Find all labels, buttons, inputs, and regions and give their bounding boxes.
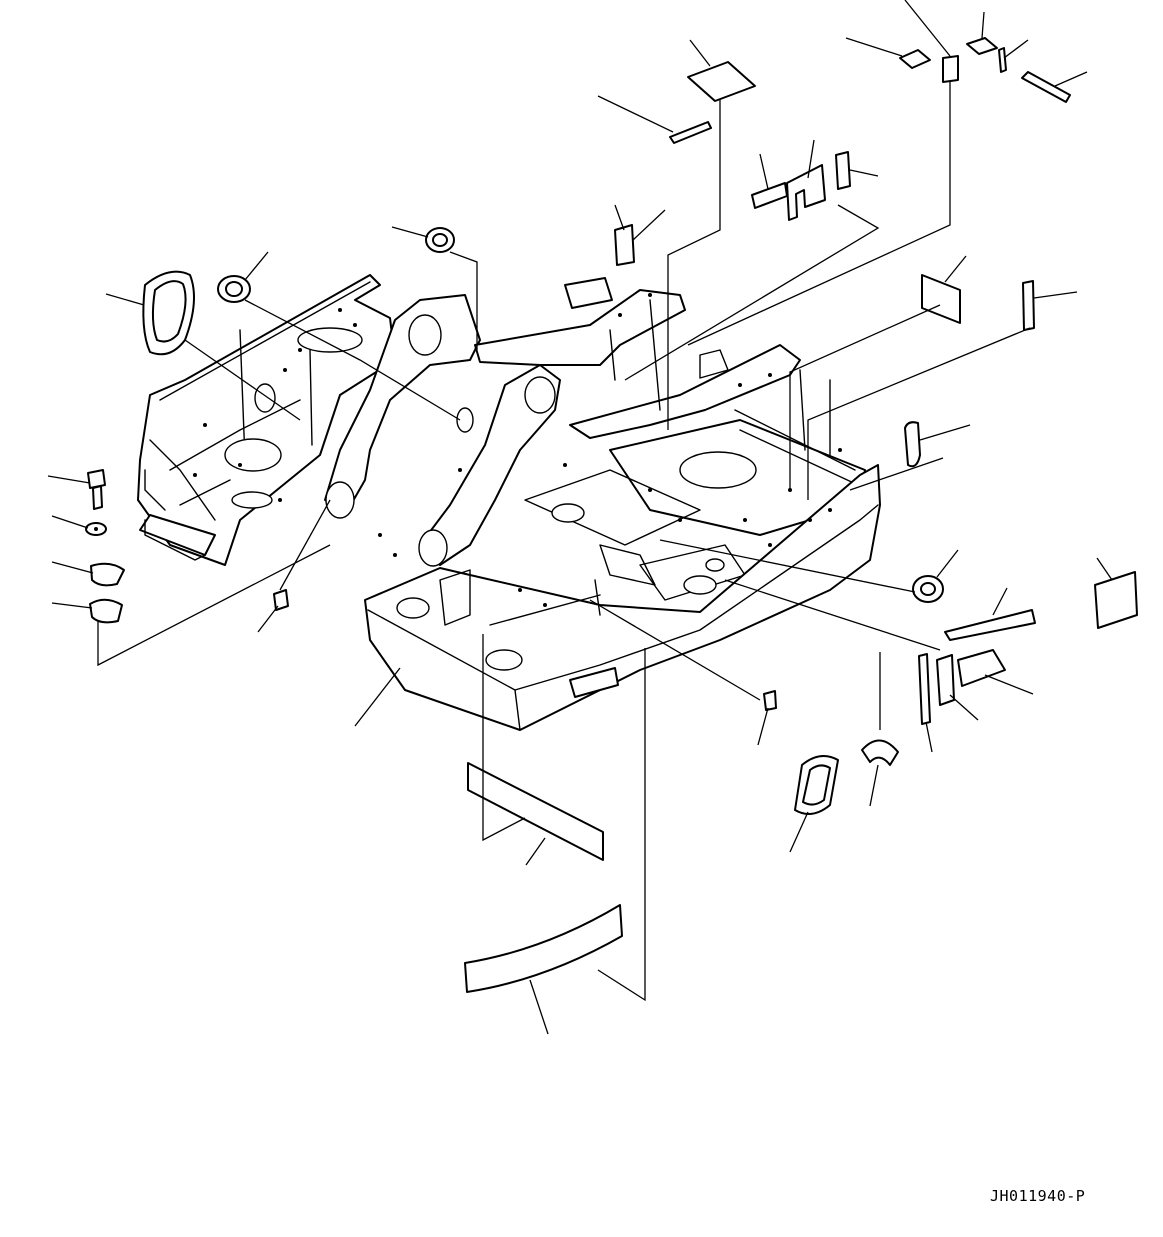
small-pad bbox=[899, 49, 931, 69]
grommet-right bbox=[912, 575, 944, 603]
bolt bbox=[87, 469, 106, 489]
square-pad bbox=[1094, 571, 1138, 629]
long-seal-plate bbox=[467, 762, 604, 861]
curved-cushion bbox=[904, 421, 921, 468]
small-clip-2 bbox=[273, 589, 289, 611]
loose-parts bbox=[85, 37, 1138, 993]
small-pad-2 bbox=[966, 37, 998, 55]
boom-mount-right bbox=[419, 364, 561, 566]
floor-seal bbox=[921, 274, 961, 324]
block-spacer bbox=[942, 55, 959, 83]
angled-pad bbox=[957, 649, 1006, 687]
small-block bbox=[835, 151, 851, 190]
small-clip bbox=[763, 690, 777, 711]
wedge bbox=[944, 609, 1036, 641]
bar-seal bbox=[1021, 71, 1071, 103]
left-step bbox=[139, 514, 216, 556]
revolving-frame bbox=[137, 274, 881, 731]
leader-lines bbox=[47, 0, 1113, 1035]
thin-plate bbox=[998, 47, 1007, 73]
pad-b bbox=[614, 224, 635, 266]
seal-ring-left bbox=[142, 270, 195, 356]
spacer-plate bbox=[90, 562, 125, 587]
slotted-seal bbox=[786, 164, 826, 221]
curved-cover-strip bbox=[464, 904, 623, 993]
tall-strip bbox=[918, 653, 931, 725]
grommet-top bbox=[425, 227, 455, 253]
boom-mount-left bbox=[324, 294, 481, 516]
tall-plate bbox=[936, 654, 955, 706]
half-grommet bbox=[861, 739, 899, 766]
strip-seal bbox=[669, 121, 712, 144]
long-bar bbox=[1022, 280, 1035, 331]
cushion-pad bbox=[687, 61, 756, 102]
oval-grommet bbox=[794, 755, 839, 815]
clamp bbox=[89, 598, 123, 624]
grommet-left bbox=[217, 275, 251, 303]
counterweight-handle bbox=[569, 667, 619, 698]
seal-a bbox=[751, 182, 788, 209]
frame-bolt-holes bbox=[193, 293, 842, 607]
drawing-id: JH011940-P bbox=[990, 1187, 1086, 1205]
